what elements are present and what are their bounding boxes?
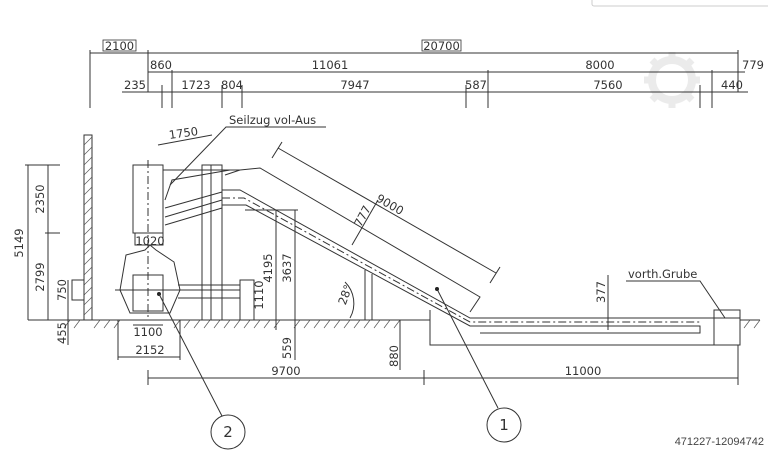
- dim-777: 777: [351, 203, 374, 229]
- wall: [71, 134, 93, 321]
- dim-804: 804: [221, 78, 243, 92]
- callout-1: 1: [435, 287, 522, 443]
- machine: [115, 160, 255, 321]
- dim-1110: 1110: [252, 280, 266, 309]
- label-pit: vorth.Grube: [628, 267, 697, 281]
- conveyor: [222, 167, 741, 346]
- dim-779: 779: [742, 58, 764, 72]
- window-fragment: [591, 0, 768, 7]
- angle-28: 28°: [335, 283, 355, 307]
- dim-11000: 11000: [565, 364, 602, 378]
- dim-9000: 9000: [374, 191, 406, 218]
- dim-750: 750: [55, 279, 69, 301]
- dim-440: 440: [721, 78, 743, 92]
- dim-587: 587: [465, 78, 487, 92]
- dim-455: 455: [55, 322, 69, 344]
- dim-3637: 3637: [280, 253, 294, 282]
- svg-text:1: 1: [499, 416, 509, 434]
- svg-text:2: 2: [223, 423, 233, 441]
- callout-2: 2: [158, 293, 246, 450]
- labels: Seilzug vol-Aus vorth.Grube: [169, 113, 726, 319]
- listing-id: 471227-12094742: [675, 436, 764, 448]
- dim-9700: 9700: [271, 364, 300, 378]
- dim-235: 235: [124, 78, 146, 92]
- dim-1020: 1020: [135, 234, 164, 248]
- dim-2799: 2799: [33, 262, 47, 291]
- dim-2100: 2100: [105, 39, 134, 53]
- dim-4195: 4195: [261, 253, 275, 282]
- machine-dimensions: 1750 1020 1100 2152 1110 4195 3637 559 2…: [117, 124, 355, 360]
- ground-line: [28, 319, 761, 329]
- bottom-dimensions: 9700 11000: [147, 345, 739, 385]
- dim-8000: 8000: [585, 58, 614, 72]
- dim-7560: 7560: [593, 78, 622, 92]
- dim-7947: 7947: [340, 78, 369, 92]
- dim-1750: 1750: [168, 124, 199, 142]
- dim-559: 559: [280, 337, 294, 359]
- dim-1723: 1723: [181, 78, 210, 92]
- dim-880: 880: [387, 345, 401, 367]
- dim-20700: 20700: [423, 39, 460, 53]
- watermark-gear-icon: [644, 52, 700, 108]
- dim-860: 860: [150, 58, 172, 72]
- top-dimensions: 2100 20700 860 11061 8000 779 235 1723 8…: [89, 39, 764, 108]
- label-pull-cord: Seilzug vol-Aus: [229, 113, 316, 127]
- dim-2350: 2350: [33, 184, 47, 213]
- left-dimensions: 5149 2350 2799 750 455: [12, 164, 69, 345]
- dim-377: 377: [594, 281, 608, 303]
- dim-5149: 5149: [12, 228, 26, 257]
- dim-1100: 1100: [133, 325, 162, 339]
- conveyor-dimensions: 9000 777 880 377: [271, 141, 609, 370]
- dim-11061: 11061: [312, 58, 349, 72]
- dim-2152: 2152: [135, 343, 164, 357]
